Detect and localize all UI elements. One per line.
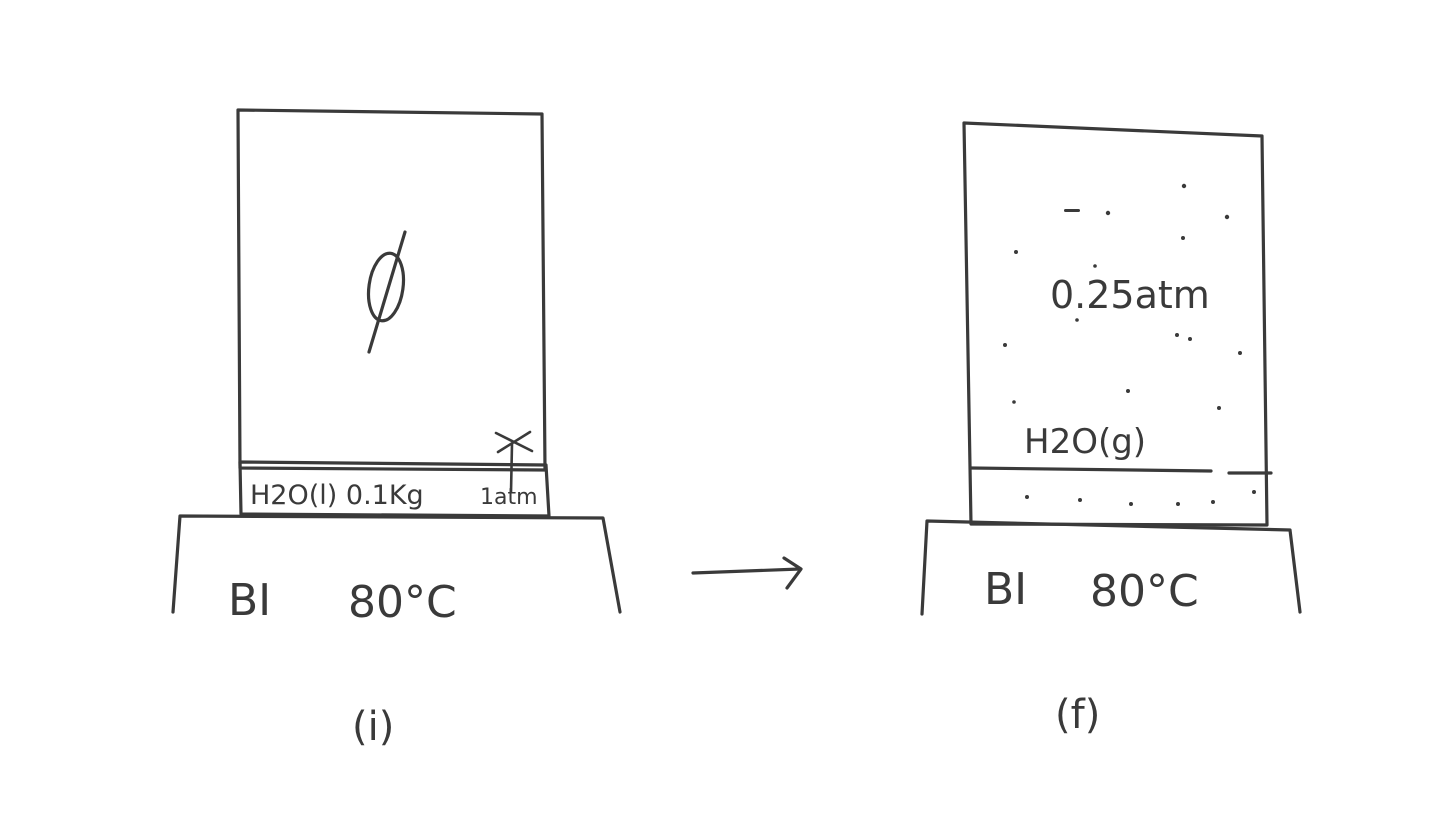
final-state-label: (f)	[1055, 692, 1100, 738]
initial-pressure-label: 1atm	[480, 485, 538, 510]
initial-temperature-label: 80°C	[348, 577, 457, 628]
final-temperature-label: 80°C	[1090, 566, 1199, 617]
pin-arrow-icon	[494, 430, 534, 494]
initial-state-label: (i)	[352, 704, 394, 750]
final-bath	[920, 519, 1302, 616]
final-state: 0.25atm H2O(g) BI 80°C (f)	[920, 121, 1302, 738]
initial-container	[236, 108, 547, 472]
final-bath-label: BI	[984, 564, 1027, 615]
right-arrow-icon	[691, 556, 803, 590]
empty-space-symbol	[366, 230, 407, 354]
gas-molecules	[1003, 183, 1256, 506]
final-interface-line	[969, 466, 1213, 473]
gas-label: H2O(g)	[1024, 422, 1146, 462]
initial-bath-label: BI	[228, 575, 271, 626]
initial-bath	[171, 514, 622, 614]
initial-state: ϕ H2O(l) 0.1Kg 1atm BI 80°C (i)	[171, 108, 622, 750]
final-pressure-label: 0.25atm	[1050, 273, 1210, 317]
liquid-label: H2O(l) 0.1Kg	[250, 480, 424, 511]
final-container	[962, 121, 1269, 527]
initial-liquid-layer	[238, 460, 551, 518]
